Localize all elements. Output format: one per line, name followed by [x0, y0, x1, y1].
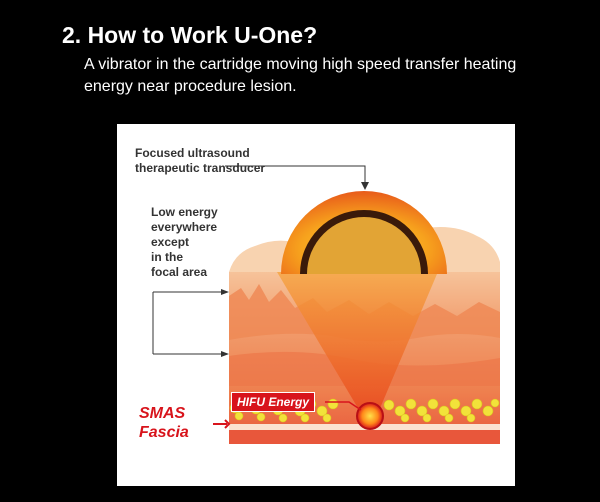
low-energy-arrow-top	[221, 289, 229, 295]
transducer-face	[307, 217, 421, 274]
smas-label-line1: SMAS	[139, 405, 186, 422]
low-energy-line5: focal area	[151, 265, 208, 279]
page-title: 2. How to Work U-One?	[62, 22, 318, 48]
low-energy-line4: in the	[151, 250, 183, 264]
smas-fascia-label: SMAS Fascia	[139, 404, 189, 442]
smas-label-line2: Fascia	[139, 424, 189, 441]
transducer-leader-line	[225, 165, 366, 184]
muscle-layer	[229, 430, 500, 444]
hifu-energy-label: HIFU Energy	[231, 392, 316, 412]
hifu-diagram-panel: Focused ultrasound therapeutic transduce…	[117, 124, 515, 486]
description-text: A vibrator in the cartridge moving high …	[84, 56, 517, 95]
low-energy-line1: Low energy	[151, 205, 218, 219]
low-energy-arrow-bottom	[221, 351, 229, 357]
hifu-leader-line	[325, 401, 362, 411]
transducer-label: Focused ultrasound therapeutic transduce…	[135, 146, 335, 176]
transducer-label-line2: therapeutic transducer	[135, 161, 266, 175]
smas-arrow	[224, 419, 231, 429]
low-energy-line3: except	[151, 235, 190, 249]
low-energy-bracket	[152, 291, 221, 355]
transducer-label-line1: Focused ultrasound	[135, 146, 250, 160]
ultrasound-cone	[277, 272, 437, 420]
focal-point	[356, 402, 384, 430]
transducer-arrowhead	[361, 182, 369, 190]
low-energy-line2: everywhere	[151, 220, 218, 234]
low-energy-label: Low energy everywhere except in the foca…	[151, 205, 251, 280]
hifu-diagram-illustration	[152, 165, 500, 444]
